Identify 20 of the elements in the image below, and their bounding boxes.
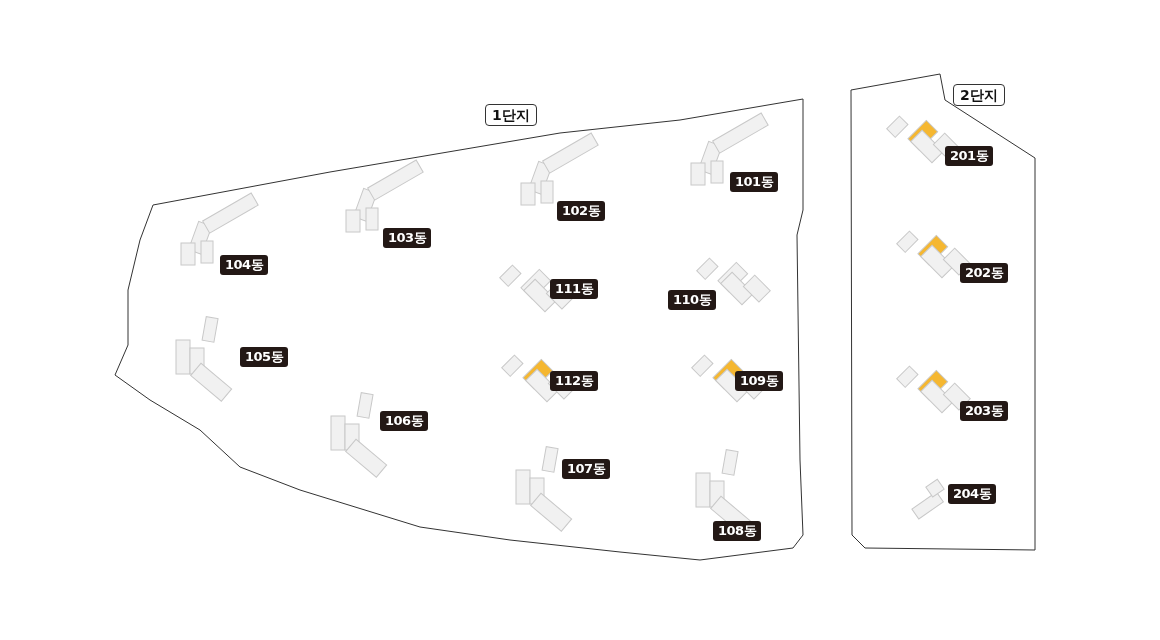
- site-boundary: [113, 97, 807, 563]
- site-boundary: [849, 72, 1039, 552]
- complex-label: 1단지: [485, 104, 537, 126]
- complex-label: 2단지: [953, 84, 1005, 106]
- building-number-tag: 204동: [948, 484, 997, 504]
- building-number-tag: 112동: [550, 371, 599, 391]
- building-number-tag: 102동: [557, 201, 606, 221]
- building-number-tag: 101동: [730, 172, 779, 192]
- building-number-tag: 203동: [960, 401, 1009, 421]
- building-number-tag: 103동: [383, 228, 432, 248]
- building-number-tag: 109동: [735, 371, 784, 391]
- building-number-tag: 107동: [562, 459, 611, 479]
- building-number-tag: 108동: [713, 521, 762, 541]
- building-number-tag: 110동: [668, 290, 717, 310]
- building-number-tag: 201동: [945, 146, 994, 166]
- building-number-tag: 111동: [550, 279, 599, 299]
- building-number-tag: 106동: [380, 411, 429, 431]
- building-number-tag: 104동: [220, 255, 269, 275]
- building-number-tag: 202동: [960, 263, 1009, 283]
- building-number-tag: 105동: [240, 347, 289, 367]
